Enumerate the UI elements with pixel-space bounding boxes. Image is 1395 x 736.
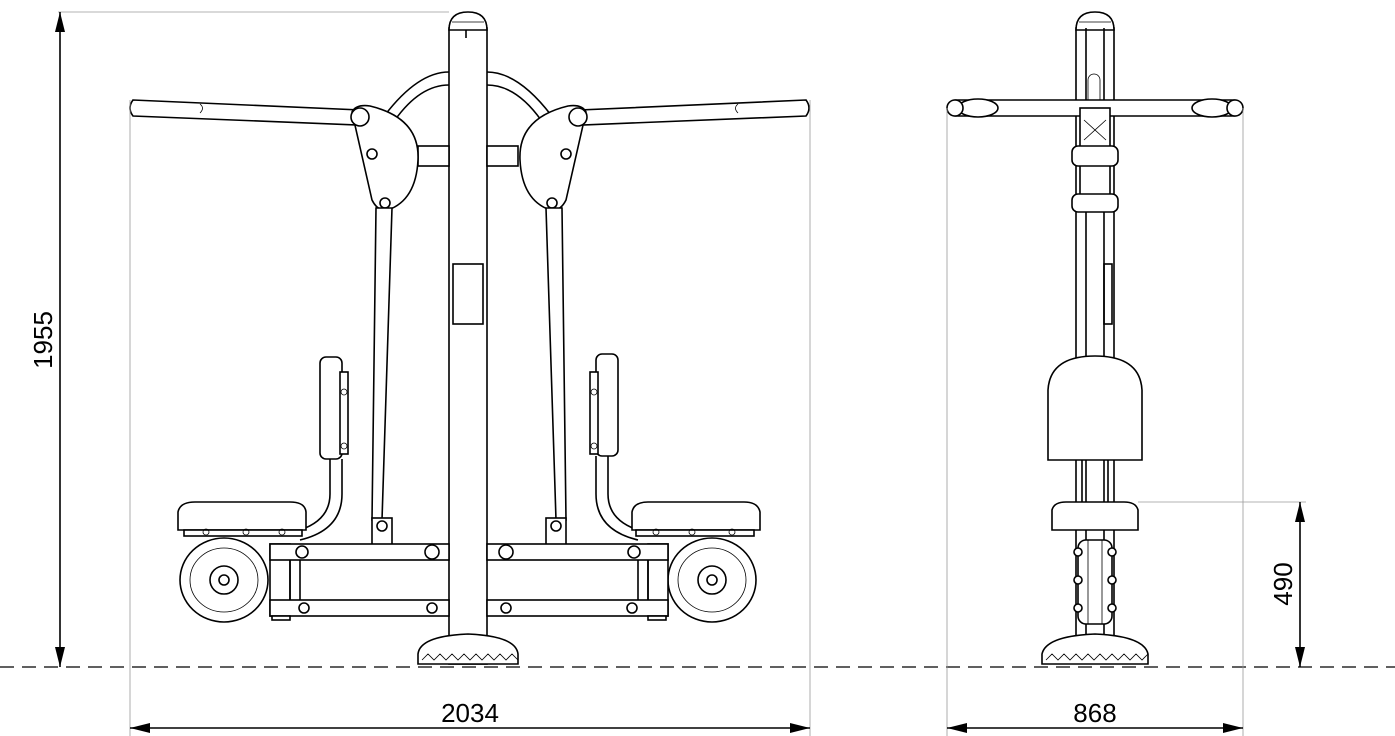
front-view <box>129 11 810 665</box>
right-link-rod <box>545 207 567 521</box>
right-handle <box>579 99 810 126</box>
left-link-rod <box>371 207 393 521</box>
left-backrest <box>319 356 343 460</box>
info-plate <box>452 263 484 325</box>
seat-height-dimension-label: 490 <box>1268 562 1298 605</box>
post-cap <box>448 11 488 31</box>
left-lower-bar <box>269 599 450 617</box>
side-view <box>946 11 1244 665</box>
side-backrest <box>1047 355 1143 461</box>
front-width-dimension-label: 2034 <box>441 698 499 728</box>
side-seat <box>1051 501 1139 531</box>
side-wheel <box>1077 539 1113 625</box>
height-dimension-label: 1955 <box>28 311 58 369</box>
right-upper-bar <box>486 543 669 561</box>
right-backrest <box>595 353 619 457</box>
right-lower-bar <box>486 599 669 617</box>
left-handle <box>129 99 361 126</box>
side-post-cap <box>1075 11 1115 31</box>
side-width-dimension-label: 868 <box>1073 698 1116 728</box>
left-seat <box>177 501 307 531</box>
right-seat <box>631 501 761 531</box>
central-post <box>448 27 488 665</box>
left-upper-bar <box>269 543 450 561</box>
